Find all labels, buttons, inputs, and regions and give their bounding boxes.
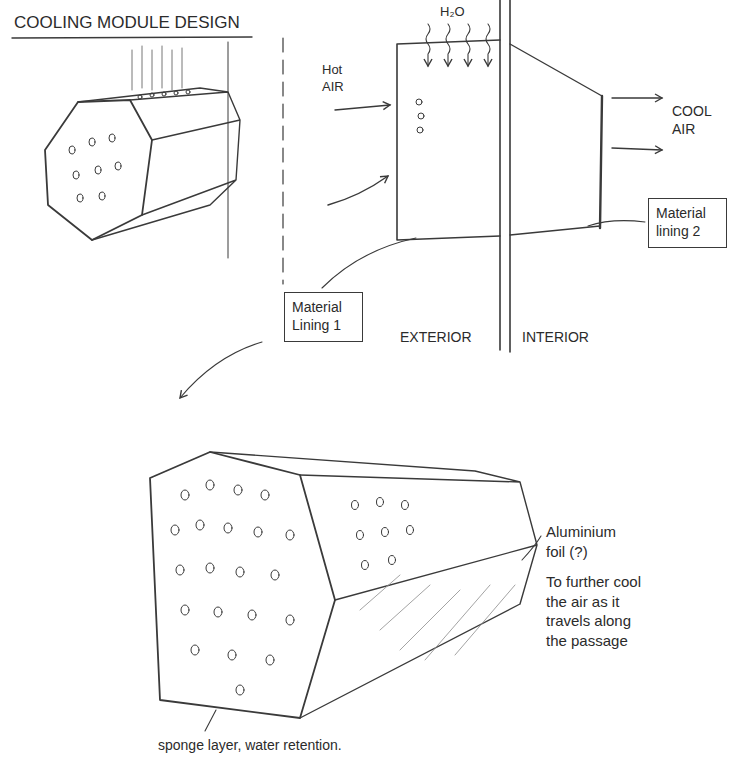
hole <box>138 95 142 99</box>
leader-line <box>205 710 216 731</box>
hole <box>150 93 154 97</box>
hole <box>176 565 184 575</box>
water-arrow <box>426 24 430 66</box>
hole <box>181 605 189 615</box>
leader-line <box>588 221 645 226</box>
hole <box>171 525 179 535</box>
dashed-divider <box>282 38 283 284</box>
hole <box>214 607 222 617</box>
hole <box>69 146 75 154</box>
hole <box>73 171 79 179</box>
side-holes <box>352 498 414 570</box>
hole <box>407 526 414 535</box>
hole <box>109 134 115 142</box>
hot-air-arrow <box>328 176 388 205</box>
material-label-box: Material Lining 1 <box>284 292 363 342</box>
hole <box>417 127 423 133</box>
water-label: H₂O <box>440 4 465 21</box>
hole <box>191 645 199 655</box>
detail-arrow <box>180 342 262 398</box>
title-underline <box>12 37 252 38</box>
hole <box>389 556 396 565</box>
hole <box>357 531 364 540</box>
box-text: Material lining 2 <box>656 204 718 240</box>
water-arrow <box>486 24 490 66</box>
cool-air-arrow <box>612 97 662 98</box>
box-text: Material Lining 1 <box>292 298 354 334</box>
front-holes <box>69 134 121 202</box>
hole <box>174 91 178 95</box>
hole <box>234 485 242 495</box>
cool-air-arrow <box>612 148 662 150</box>
sponge-holes <box>171 480 294 695</box>
hole <box>382 528 389 537</box>
hole <box>362 561 369 570</box>
leader-line <box>322 238 416 288</box>
zone-label: EXTERIOR <box>400 328 472 346</box>
hole <box>206 563 214 573</box>
hole <box>162 92 166 96</box>
guide-line <box>228 42 229 258</box>
hole <box>77 194 83 202</box>
hole <box>89 138 95 146</box>
water-arrow <box>466 24 470 66</box>
hole <box>181 490 189 500</box>
exterior-lining <box>397 40 500 240</box>
hole <box>99 192 105 200</box>
hole <box>286 615 294 625</box>
part-label: sponge layer, water retention. <box>158 736 342 754</box>
hole <box>236 567 244 577</box>
hole <box>377 498 384 507</box>
hole <box>115 162 121 170</box>
prism-body <box>78 88 240 240</box>
hole <box>418 113 424 119</box>
water-lines <box>132 46 182 90</box>
foil-hatching <box>360 575 515 660</box>
material-label-box: Material lining 2 <box>648 198 727 248</box>
part-label: Aluminium foil (?) <box>546 522 638 561</box>
note-text: To further cool the air as it travels al… <box>546 572 646 650</box>
module-body <box>210 452 537 718</box>
water-arrow <box>446 24 450 66</box>
hole <box>224 523 232 533</box>
hole <box>416 99 422 105</box>
air-label: COOL AIR <box>672 102 722 138</box>
top-holes <box>138 90 190 99</box>
sponge-front-face <box>150 452 335 718</box>
leader-line <box>522 536 541 560</box>
hole <box>186 90 190 94</box>
wall <box>500 0 510 352</box>
prism-front-face <box>45 100 152 240</box>
hot-air-arrow <box>335 105 390 110</box>
hole <box>196 520 204 530</box>
interior-funnel <box>510 44 602 235</box>
hole <box>266 655 274 665</box>
funnel-outlet <box>600 96 602 228</box>
hole <box>261 490 269 500</box>
hole <box>402 501 409 510</box>
title: COOLING MODULE DESIGN <box>14 12 240 34</box>
hole <box>286 530 294 540</box>
hole <box>352 501 359 510</box>
hole <box>95 166 101 174</box>
zone-label: INTERIOR <box>522 328 589 346</box>
hole <box>228 650 236 660</box>
hole <box>271 570 279 580</box>
hole <box>248 610 256 620</box>
hole <box>206 480 214 490</box>
air-label: Hot AIR <box>322 62 362 96</box>
hole <box>254 527 262 537</box>
hole <box>236 685 244 695</box>
